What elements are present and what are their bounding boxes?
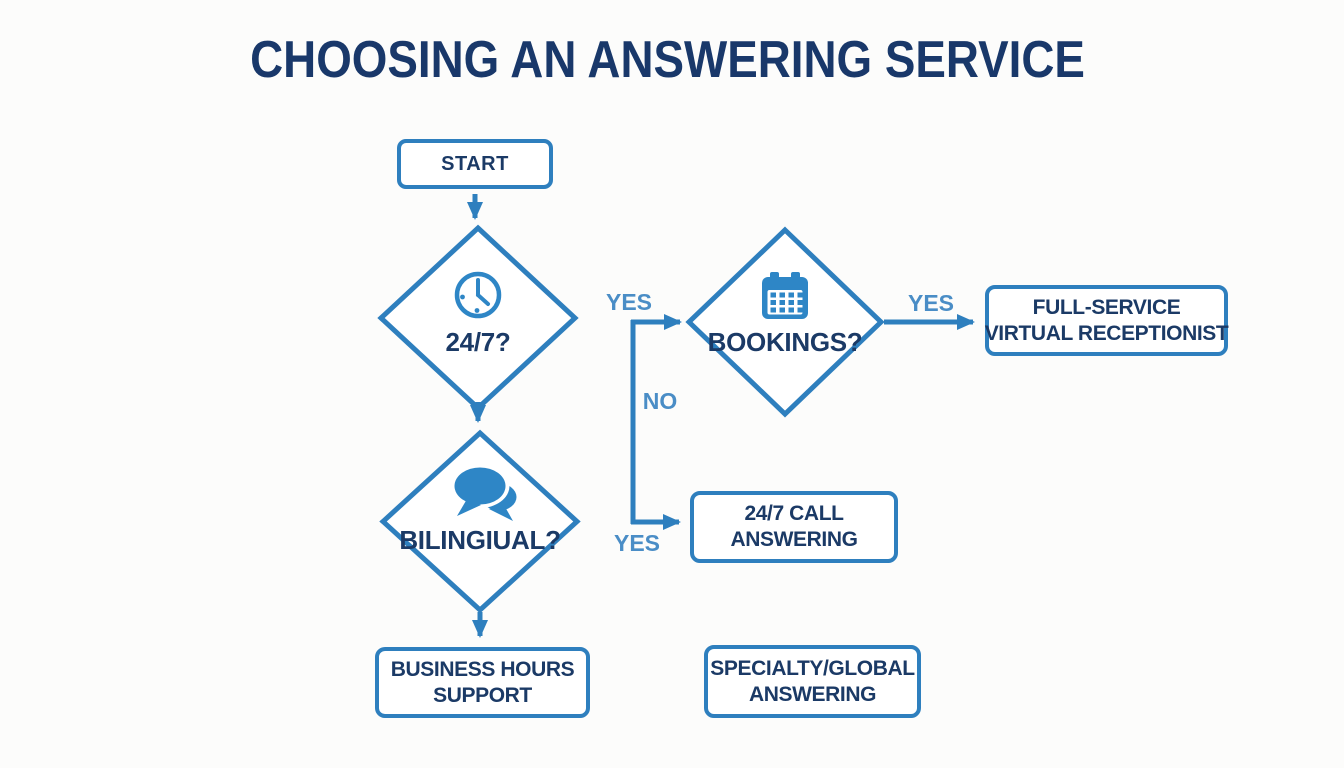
node-specialty-global-answering: SPECIALTY/GLOBAL ANSWERING [704,645,921,718]
node-label-line: SPECIALTY/GLOBAL [710,656,915,680]
node-label-line: SUPPORT [433,683,532,707]
node-business-hours-support: BUSINESS HOURS SUPPORT [375,647,590,718]
node-full-service-virtual-receptionist: FULL-SERVICE VIRTUAL RECEPTIONIST [984,285,1229,356]
edge-label-yes-bottom: YES [613,530,661,556]
node-label-line: VIRTUAL RECEPTIONIST [984,321,1229,345]
page-title: CHOOSING AN ANSWERING SERVICE [250,31,1085,89]
edge-label-yes-top: YES [605,289,653,315]
chat-bubbles-icon [450,464,517,521]
node-label-line: ANSWERING [748,682,877,706]
node-label-line: BUSINESS HOURS [390,657,575,681]
decision-label-bookings: BOOKINGS? [707,327,863,357]
node-label-line: 24/7 CALL [744,502,844,525]
decision-label-bilingual: BILINGIUAL? [399,525,561,555]
node-label-line: FULL-SERVICE [1032,295,1181,319]
node-label-line: ANSWERING [730,528,858,551]
calendar-icon [762,272,808,319]
clock-icon [454,271,502,319]
decision-diamond-bookings [685,226,885,418]
node-start: START [397,139,553,189]
decision-diamond-bilingual [379,429,581,614]
node-start-label: START [441,153,509,175]
node-24-7-call-answering: 24/7 CALL ANSWERING [690,491,898,563]
edge-label-no: NO [642,388,678,414]
edge-label-yes-right: YES [907,290,955,316]
decision-label-24-7: 24/7? [445,327,511,357]
